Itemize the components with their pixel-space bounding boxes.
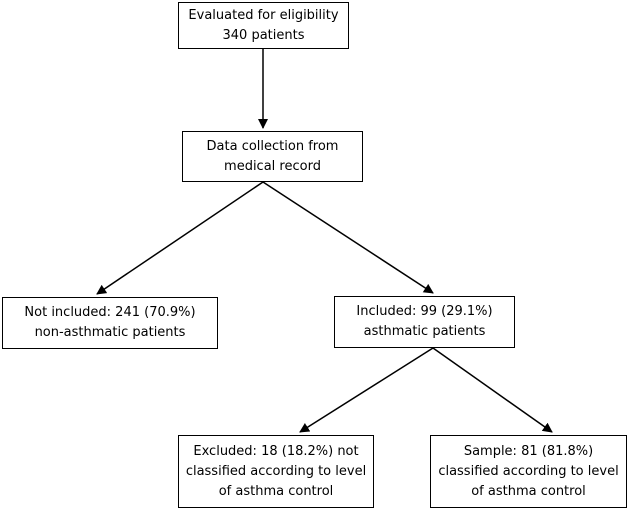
eligibility-box: Evaluated for eligibility 340 patients bbox=[178, 2, 349, 49]
data-collection-box: Data collection from medical record bbox=[182, 131, 363, 182]
sample-count: Sample: 81 (81.8%) bbox=[463, 443, 594, 459]
sample-box: Sample: 81 (81.8%) classified according … bbox=[430, 435, 627, 508]
not-included-count: Not included: 241 (70.9%) bbox=[24, 305, 196, 320]
excluded-count: Excluded: 18 (18.2%) not bbox=[193, 443, 359, 459]
excluded-box: Excluded: 18 (18.2%) not classified acco… bbox=[178, 435, 374, 508]
sample-description-line2: classified according to level bbox=[438, 463, 619, 479]
arrow-collection-to-not-included bbox=[96, 181, 264, 295]
data-collection-line1: Data collection from bbox=[206, 138, 339, 154]
arrow-included-to-excluded bbox=[299, 347, 434, 433]
eligibility-label: Evaluated for eligibility bbox=[188, 7, 339, 23]
not-included-description: non-asthmatic patients bbox=[34, 325, 186, 340]
included-description: asthmatic patients bbox=[363, 324, 486, 339]
not-included-box: Not included: 241 (70.9%) non-asthmatic … bbox=[2, 297, 218, 349]
eligibility-count: 340 patients bbox=[222, 27, 305, 43]
sample-description-line3: of asthma control bbox=[471, 483, 586, 499]
included-count: Included: 99 (29.1%) bbox=[356, 304, 493, 319]
excluded-description-line3: of asthma control bbox=[218, 483, 334, 499]
arrow-collection-to-included bbox=[262, 181, 434, 294]
data-collection-line2: medical record bbox=[224, 158, 321, 174]
excluded-description-line2: classified according to level bbox=[185, 463, 367, 479]
arrow-included-to-sample bbox=[432, 347, 553, 433]
included-box: Included: 99 (29.1%) asthmatic patients bbox=[334, 296, 515, 348]
